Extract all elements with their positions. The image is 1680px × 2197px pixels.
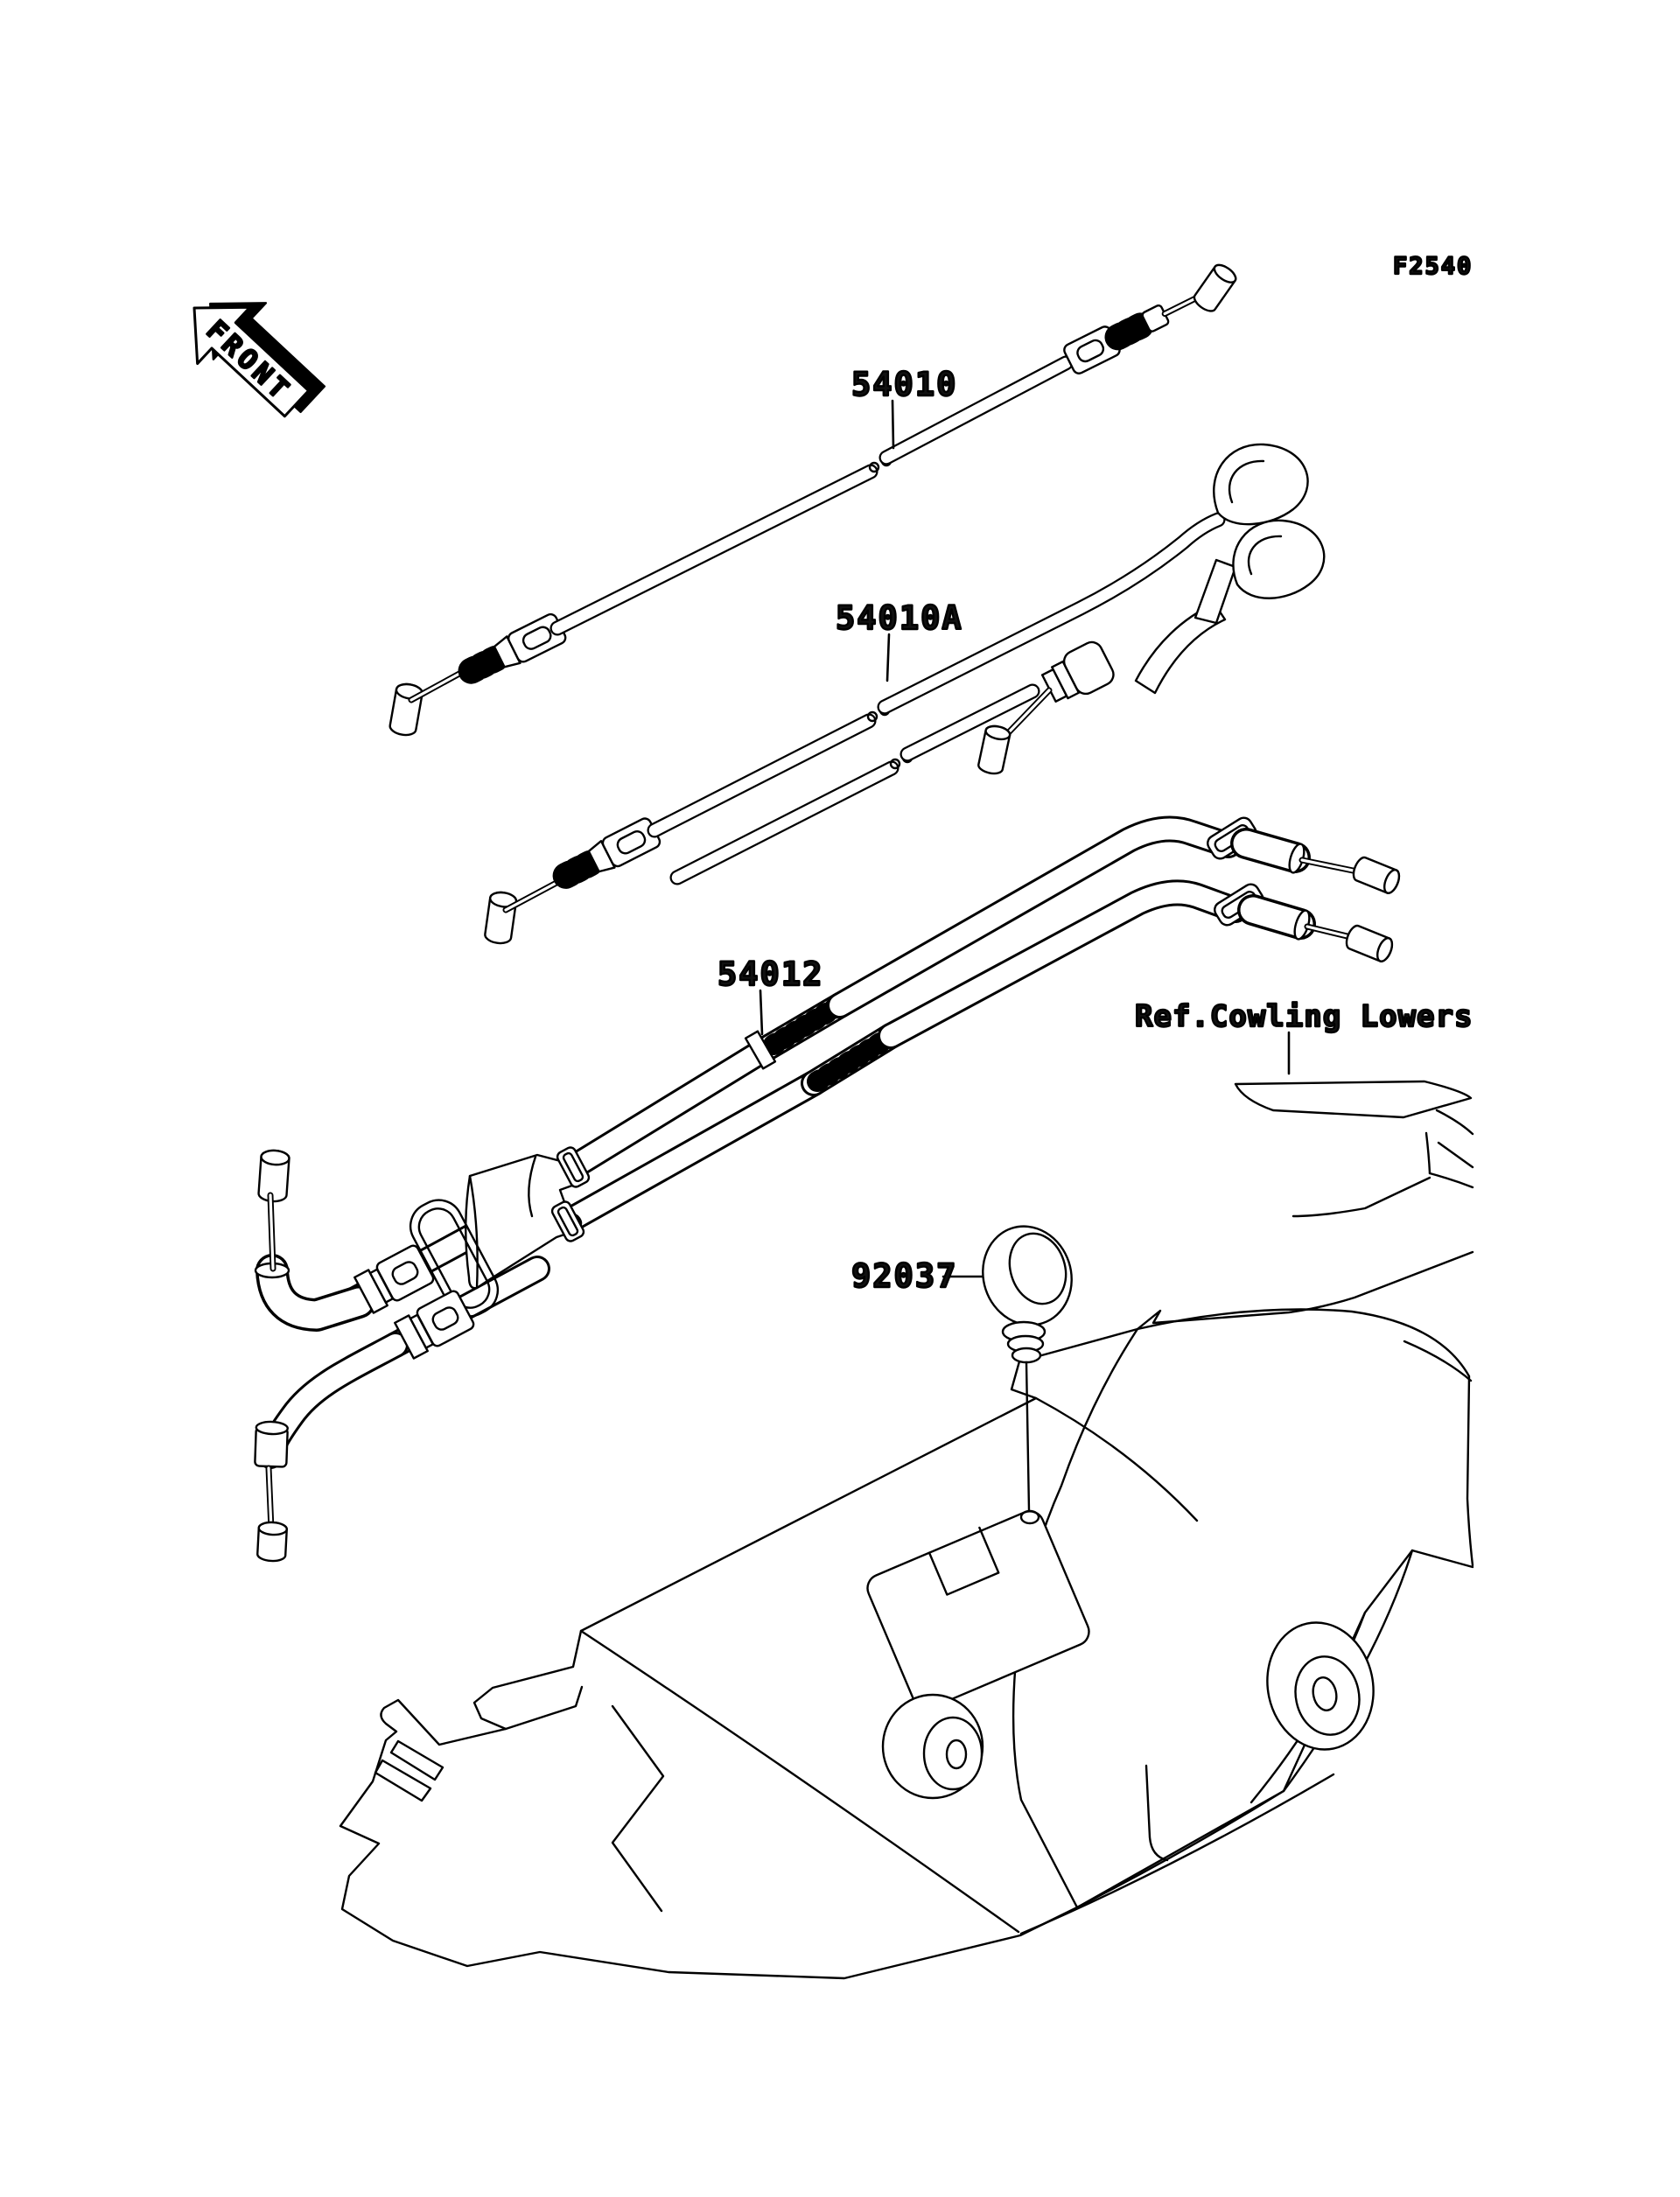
cowling-lowers bbox=[339, 1080, 1474, 1980]
part-label-92037[interactable]: 92037 bbox=[850, 1256, 957, 1296]
part-label-54010a[interactable]: 54010A bbox=[835, 598, 963, 638]
cable-end-barrel bbox=[484, 891, 518, 945]
mounting-plate bbox=[866, 1510, 1090, 1710]
cable-end-barrel bbox=[1345, 924, 1394, 962]
part-label-54012[interactable]: 54012 bbox=[717, 955, 823, 994]
boot-clamp bbox=[556, 1146, 591, 1188]
strap-ring bbox=[409, 1199, 500, 1318]
cable-end-barrel bbox=[1193, 263, 1237, 312]
cable-sleeve bbox=[254, 1420, 289, 1468]
boot-clamp bbox=[550, 1200, 585, 1242]
cable-adjuster bbox=[375, 1244, 435, 1302]
cable-end-barrel bbox=[388, 682, 424, 737]
cable-end-barrel bbox=[977, 724, 1012, 775]
throttle-cable-assembly-54012 bbox=[254, 815, 1401, 1563]
figure-code: F2540 bbox=[1393, 253, 1473, 280]
cable-end-barrel bbox=[256, 1521, 288, 1563]
clamp-92037 bbox=[982, 1225, 1073, 1525]
cable-collar bbox=[744, 1030, 777, 1070]
leader-line-54010a bbox=[886, 633, 891, 682]
leader-lines bbox=[759, 399, 1291, 1278]
leader-line-54012 bbox=[759, 989, 764, 1036]
cable-guide-bracket bbox=[1134, 443, 1326, 695]
front-arrow: FRONT bbox=[192, 302, 326, 418]
cable-end-barrel bbox=[1352, 856, 1401, 894]
cable-boot bbox=[1040, 640, 1115, 703]
cable-end-barrel bbox=[257, 1149, 290, 1203]
front-arrow-face bbox=[192, 305, 311, 418]
grommet-well bbox=[881, 1693, 984, 1800]
cable-adjuster bbox=[416, 1290, 475, 1347]
ref-note-cowling-lowers: Ref.Cowling Lowers bbox=[1135, 999, 1473, 1034]
leader-line-54010 bbox=[891, 399, 895, 450]
cable-54010a bbox=[484, 443, 1326, 945]
part-label-54010[interactable]: 54010 bbox=[850, 365, 957, 404]
cable-54010 bbox=[388, 263, 1237, 737]
cable-adjuster bbox=[1063, 290, 1208, 374]
grommet-well bbox=[1266, 1621, 1375, 1751]
cable-adjuster bbox=[552, 817, 662, 889]
